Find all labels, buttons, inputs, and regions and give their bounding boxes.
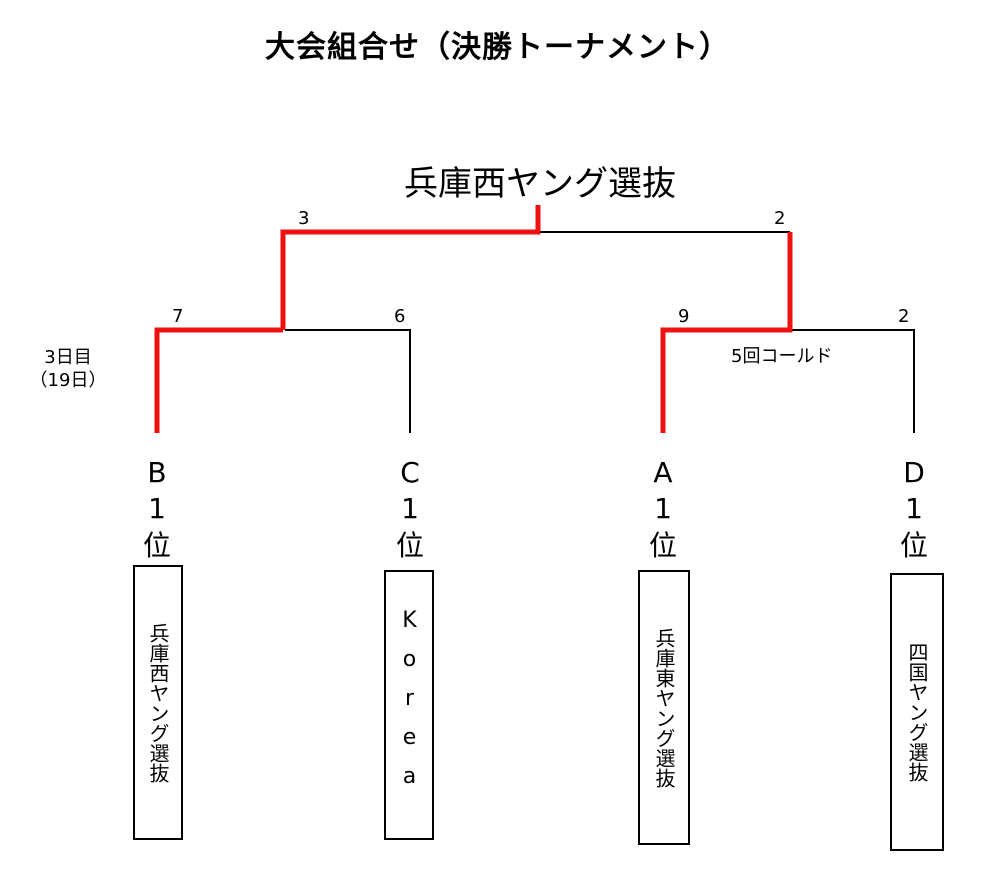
- score-semi-left-a: 7: [172, 306, 184, 327]
- team-name: 兵庫東ヤング選抜: [652, 627, 676, 788]
- score-final-right: 2: [774, 208, 786, 229]
- champion-label: 兵庫西ヤング選抜: [404, 164, 676, 204]
- score-semi-left-b: 6: [394, 306, 406, 327]
- seed-group: A: [653, 456, 673, 489]
- team-name: 兵庫西ヤング選抜: [146, 622, 170, 783]
- semi-right-b-line: [790, 329, 915, 433]
- seed-label-b: B 1 位: [127, 455, 187, 564]
- losing-path-lines: [285, 231, 915, 433]
- seed-label-c: C 1 位: [380, 455, 440, 564]
- team-name: Korea: [397, 607, 422, 803]
- final-left-line: [280, 205, 541, 330]
- score-semi-right-b: 2: [898, 306, 910, 327]
- seed-rank: 1: [148, 492, 166, 526]
- seed-label-d: D 1 位: [884, 455, 944, 564]
- winning-path-lines: [154, 205, 793, 433]
- semi-left-b-line: [285, 329, 411, 433]
- called-game-note: 5回コールド: [731, 346, 833, 367]
- team-box-c: Korea: [384, 570, 434, 840]
- day-label-line1: 3日目: [44, 347, 92, 368]
- seed-group: B: [147, 456, 167, 489]
- team-name: 四国ヤング選抜: [905, 642, 929, 782]
- seed-suffix: 位: [899, 528, 928, 562]
- team-box-d: 四国ヤング選抜: [890, 573, 944, 851]
- day-label-line2: （19日）: [29, 370, 107, 392]
- seed-suffix: 位: [395, 528, 424, 562]
- score-final-left: 3: [298, 208, 310, 229]
- seed-suffix: 位: [142, 528, 171, 562]
- seed-rank: 1: [654, 492, 672, 526]
- seed-label-a: A 1 位: [633, 455, 693, 564]
- day-label: 3日目 （19日）: [28, 346, 108, 393]
- semi-right-a-line: [660, 232, 793, 433]
- team-box-a: 兵庫東ヤング選抜: [638, 570, 690, 845]
- seed-rank: 1: [905, 492, 923, 526]
- seed-rank: 1: [401, 492, 419, 526]
- team-box-b: 兵庫西ヤング選抜: [133, 565, 183, 840]
- seed-group: C: [400, 456, 420, 489]
- score-semi-right-a: 9: [678, 306, 690, 327]
- seed-suffix: 位: [648, 528, 677, 562]
- semi-left-a-line: [154, 327, 283, 433]
- page-title: 大会組合せ（決勝トーナメント）: [265, 30, 730, 65]
- seed-group: D: [903, 456, 925, 489]
